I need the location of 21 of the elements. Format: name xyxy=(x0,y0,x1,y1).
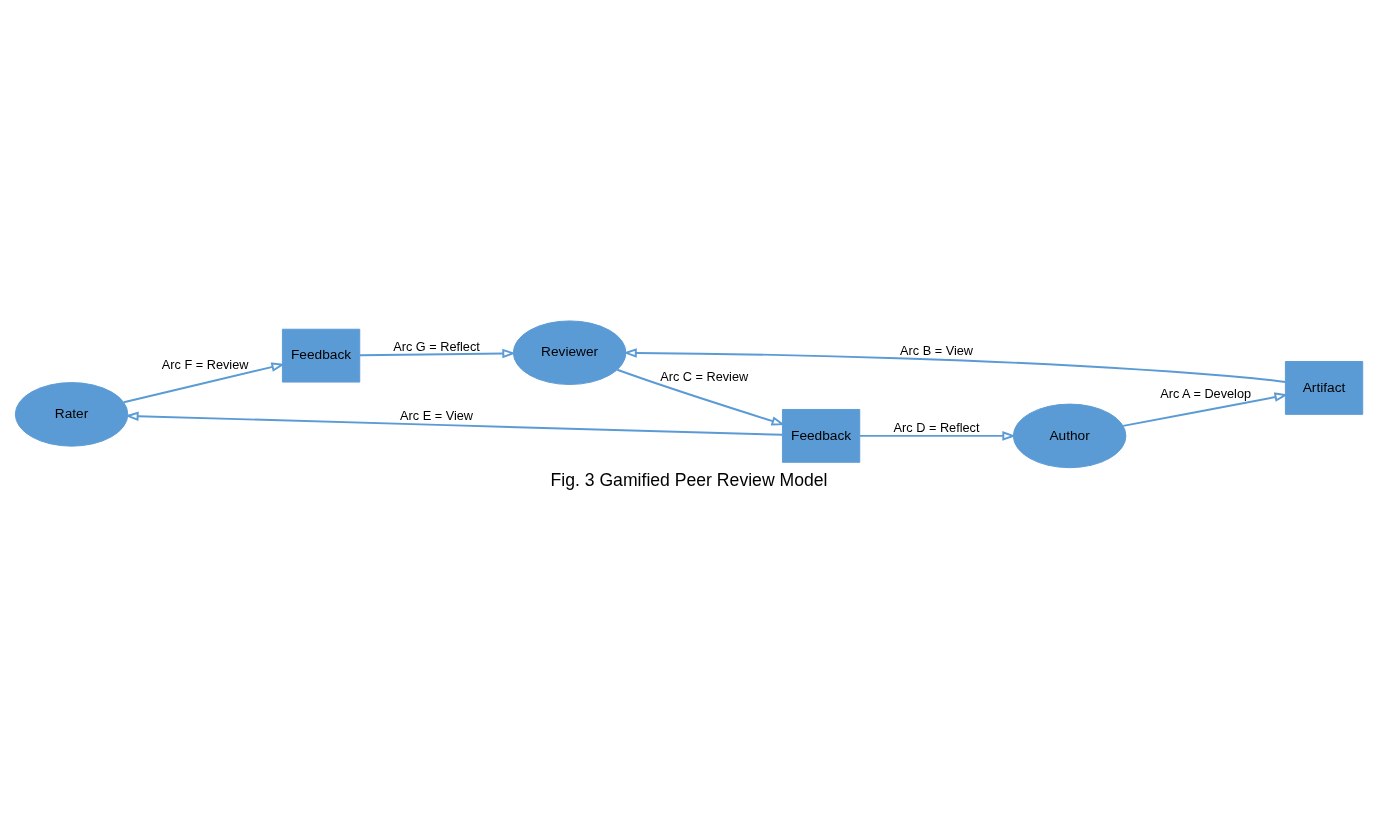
node-box: Feedback xyxy=(781,409,861,463)
arrow xyxy=(858,431,1017,441)
arrow xyxy=(1122,392,1289,427)
arrow xyxy=(616,368,786,426)
arrow xyxy=(122,362,286,404)
edge-label: Arc F = Review xyxy=(161,356,249,372)
edge-label: Arc C = Review xyxy=(660,368,749,384)
node-box: Feedback xyxy=(281,328,361,383)
edge-label: Arc G = Reflect xyxy=(393,339,480,355)
edge-label: Arc B = View xyxy=(900,343,974,359)
edge-label: Arc E = View xyxy=(400,407,474,423)
node-box: Artifact xyxy=(1284,361,1364,415)
arrow xyxy=(358,348,517,359)
edge-label: Arc A = Develop xyxy=(1160,386,1252,402)
arrow xyxy=(623,348,1287,383)
edge-label: Arc D = Reflect xyxy=(893,420,980,436)
caption: Fig. 3 Gamified Peer Review Model xyxy=(550,469,828,490)
arrow xyxy=(124,411,784,436)
node-ellipse: Rater xyxy=(14,382,129,447)
node-ellipse: Author xyxy=(1012,403,1127,469)
node-ellipse: Reviewer xyxy=(512,320,627,385)
